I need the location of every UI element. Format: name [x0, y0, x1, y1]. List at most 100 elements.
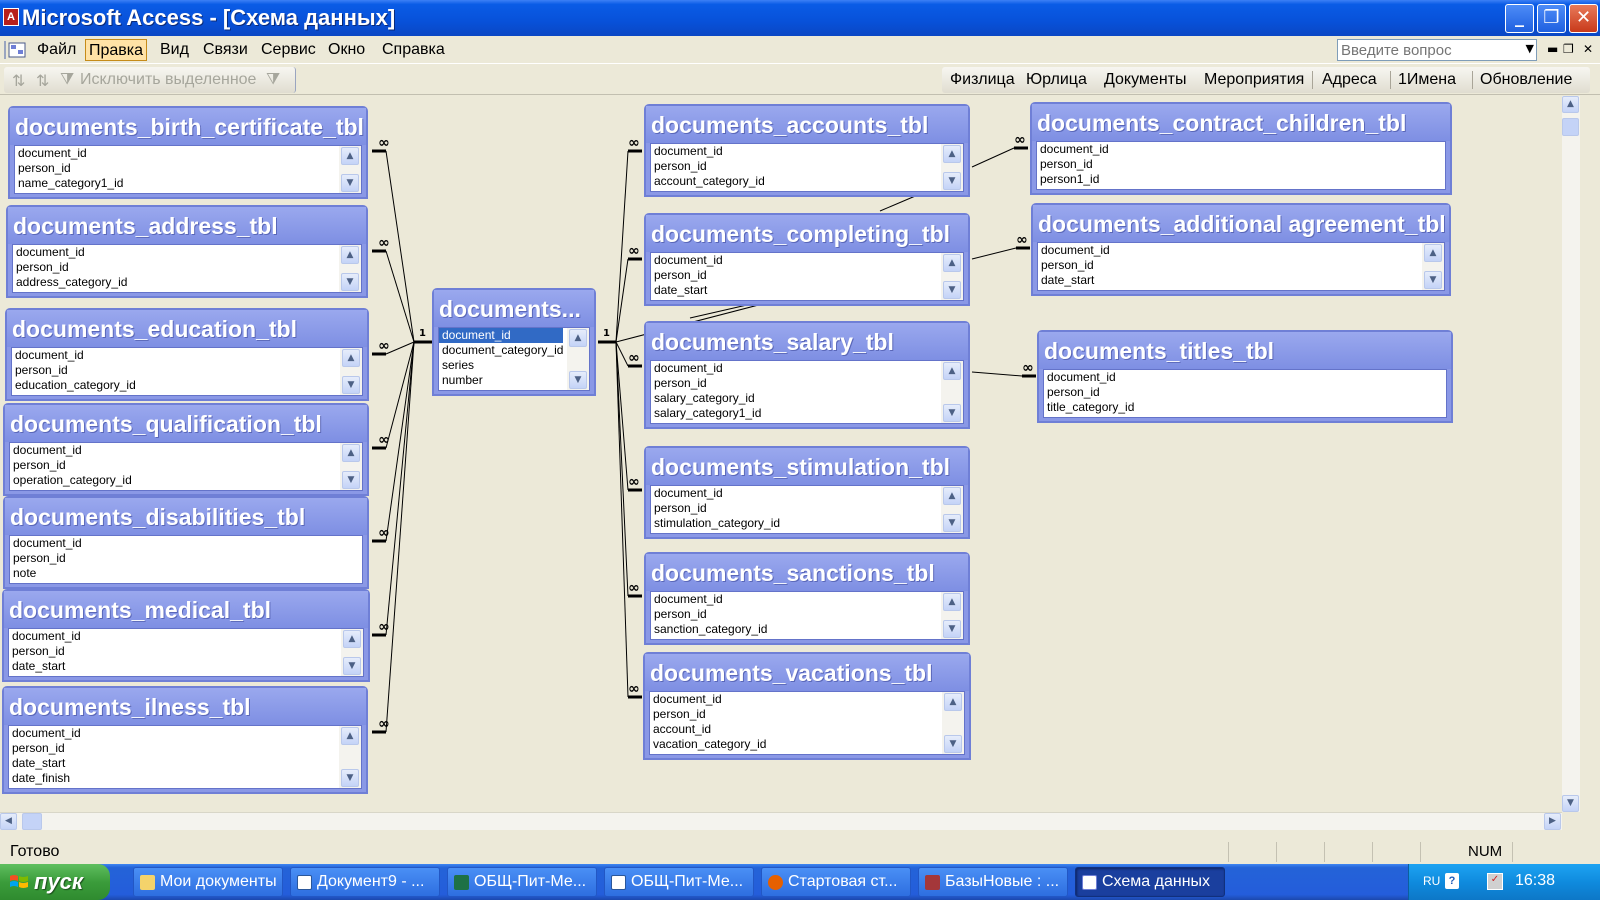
minimize-button[interactable]: _ [1505, 4, 1534, 33]
field-list-scrollbar[interactable]: ▲▼ [941, 486, 963, 533]
scroll-up-arrow[interactable]: ▲ [569, 329, 587, 347]
scroll-down-arrow[interactable]: ▼ [943, 620, 961, 638]
relationship-line[interactable] [615, 341, 629, 491]
field-list-scrollbar[interactable]: ▲▼ [340, 348, 362, 395]
field-row[interactable]: person_id [654, 501, 707, 515]
sort-ascending-icon[interactable]: ⇅ [12, 73, 26, 90]
menu-window[interactable]: Окно [328, 41, 366, 58]
ask-question-input[interactable] [1338, 40, 1514, 60]
relationship-line[interactable] [615, 258, 629, 343]
field-row[interactable]: document_id [18, 146, 87, 160]
field-row[interactable]: person_id [16, 260, 69, 274]
relationship-window-icon[interactable] [3, 40, 27, 60]
relationship-line[interactable] [385, 250, 415, 343]
canvas-horizontal-scrollbar[interactable]: ◀ ▶ [0, 812, 1562, 830]
taskbar-item-word-document[interactable]: Документ9 - ... [290, 867, 440, 897]
taskbar-item-access-db[interactable]: БазыНовые : ... [918, 867, 1068, 897]
field-row[interactable]: person_id [654, 607, 707, 621]
filter-icon[interactable]: ⧩ [60, 71, 75, 88]
field-list-scrollbar[interactable]: ▲▼ [942, 692, 964, 754]
field-row[interactable]: person_id [12, 741, 65, 755]
restore-button[interactable]: ❐ [1537, 4, 1566, 33]
field-list-scrollbar[interactable]: ▲▼ [340, 443, 362, 490]
table-title[interactable]: documents_birth_certificate_tbl [10, 108, 366, 145]
relationship-line[interactable] [615, 341, 629, 698]
taskbar-item-relationships[interactable]: Схема данных [1075, 867, 1225, 897]
field-row[interactable]: name_category1_id [18, 176, 124, 190]
field-row[interactable]: document_id [654, 144, 723, 158]
relationship-line[interactable] [615, 150, 629, 343]
start-button[interactable]: пуск [0, 864, 110, 900]
field-row[interactable]: date_start [12, 756, 66, 770]
field-list-scrollbar[interactable]: ▲▼ [339, 146, 361, 193]
toolbar-refresh[interactable]: Обновление [1480, 71, 1573, 88]
scroll-down-arrow[interactable]: ▼ [342, 376, 360, 394]
menu-edit[interactable]: Правка [85, 39, 148, 61]
table-title[interactable]: documents_titles_tbl [1039, 332, 1451, 369]
field-row[interactable]: address_category_id [16, 275, 128, 289]
table-title[interactable]: documents_ilness_tbl [4, 688, 366, 725]
chevron-down-icon[interactable]: ▼ [1525, 42, 1534, 55]
field-row[interactable]: operation_category_id [13, 473, 132, 487]
field-list-scrollbar[interactable]: ▲▼ [339, 245, 361, 292]
table-title[interactable]: documents... [434, 290, 594, 327]
scroll-up-arrow[interactable]: ▲ [341, 727, 359, 745]
field-row[interactable]: person_id [15, 363, 68, 377]
field-row[interactable]: document_id [13, 443, 82, 457]
field-row[interactable]: education_category_id [15, 378, 136, 392]
taskbar-item-my-documents[interactable]: Мои документы [133, 867, 283, 897]
relationship-line[interactable] [615, 341, 629, 367]
field-list-scrollbar[interactable]: ▲▼ [941, 144, 963, 191]
table-title[interactable]: documents_education_tbl [7, 310, 367, 347]
scroll-up-arrow[interactable]: ▲ [943, 593, 961, 611]
mdi-restore-button[interactable]: ❐ [1563, 42, 1574, 56]
toolbar-documents[interactable]: Документы [1104, 71, 1187, 88]
field-row[interactable]: document_id [654, 486, 723, 500]
field-row[interactable]: person_id [12, 644, 65, 658]
scroll-up-arrow[interactable]: ▲ [342, 444, 360, 462]
scroll-down-arrow[interactable]: ▼ [943, 404, 961, 422]
field-row[interactable]: document_id [12, 629, 81, 643]
scroll-up-arrow[interactable]: ▲ [343, 630, 361, 648]
field-list-scrollbar[interactable]: ▲▼ [941, 592, 963, 639]
field-row[interactable]: person_id [653, 707, 706, 721]
field-list-scrollbar[interactable]: ▲▼ [341, 629, 363, 676]
scroll-thumb[interactable] [1562, 118, 1579, 136]
field-row[interactable]: document_id [16, 245, 85, 259]
table-title[interactable]: documents_completing_tbl [646, 215, 968, 252]
field-row[interactable]: person_id [1041, 258, 1094, 272]
table-title[interactable]: documents_qualification_tbl [5, 405, 367, 442]
ask-question-box[interactable]: ▼ [1337, 39, 1537, 61]
menu-view[interactable]: Вид [160, 41, 189, 58]
relationship-line[interactable] [971, 247, 1017, 260]
field-row[interactable]: number [442, 373, 483, 387]
relationship-line[interactable] [971, 371, 1023, 377]
table-title[interactable]: documents_stimulation_tbl [646, 448, 968, 485]
table-title[interactable]: documents_medical_tbl [4, 591, 368, 628]
scroll-down-arrow[interactable]: ▼ [944, 735, 962, 753]
field-row[interactable]: date_start [1041, 273, 1095, 287]
field-row[interactable]: note [13, 566, 37, 580]
field-list-scrollbar[interactable]: ▲▼ [567, 328, 589, 390]
relationship-line[interactable] [385, 341, 415, 449]
